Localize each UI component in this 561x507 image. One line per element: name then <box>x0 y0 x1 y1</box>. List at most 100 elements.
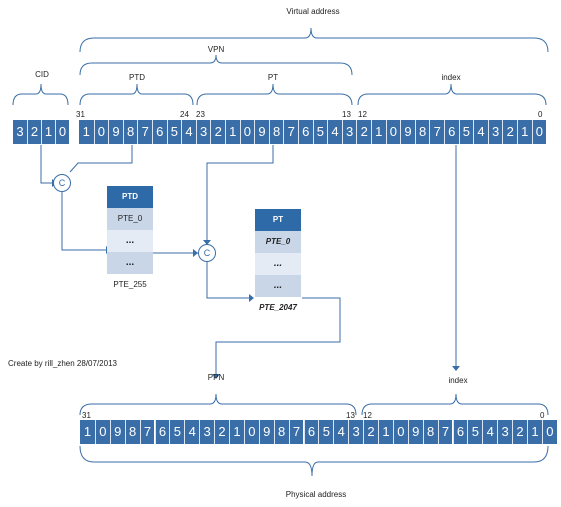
bit-cell: 5 <box>467 420 483 444</box>
physical-address-label: Physical address <box>285 490 347 499</box>
ptd-table-row: PTE_255 <box>107 274 153 296</box>
bit-cell: 2 <box>512 420 527 444</box>
pt-table: PT PTE_0 ... ... PTE_2047 <box>255 209 301 319</box>
bit-cell: 0 <box>239 120 255 144</box>
bit-cell: 2 <box>210 120 225 144</box>
bit-cell: 4 <box>333 420 349 444</box>
bit-number-0-bottom: 0 <box>540 411 545 420</box>
brace-pt <box>196 83 353 106</box>
bit-cell: 3 <box>497 420 513 444</box>
bit-cell: 7 <box>288 420 304 444</box>
bit-cell: 2 <box>27 120 41 144</box>
bit-number-31-top: 31 <box>76 110 85 119</box>
bit-cell: 4 <box>473 120 488 144</box>
combine-circle-2: C <box>198 244 216 262</box>
brace-vpn <box>79 54 353 76</box>
bit-cell: 0 <box>55 120 69 144</box>
arrowhead-c2-in-top <box>203 240 211 245</box>
bit-cell: 9 <box>400 120 415 144</box>
bit-cell: 1 <box>371 120 386 144</box>
bit-number-13-bottom: 13 <box>346 411 355 420</box>
bit-cell: 1 <box>527 420 542 444</box>
bit-cell: 9 <box>407 420 423 444</box>
bit-cell: 1 <box>79 120 94 144</box>
virtual-address-label: Virtual address <box>286 7 340 16</box>
bit-cell: 2 <box>502 120 517 144</box>
brace-virtual-address <box>79 27 549 53</box>
bit-cell: 8 <box>122 120 138 144</box>
line-c1-to-ptd-table <box>61 192 106 251</box>
bit-cell: 3 <box>341 120 357 144</box>
bit-number-0-top: 0 <box>538 110 543 119</box>
pt-table-row: PTE_0 <box>255 231 301 253</box>
bit-cell: 5 <box>458 120 474 144</box>
bit-cell: 4 <box>181 120 196 144</box>
combine-circle-1: C <box>53 174 71 192</box>
pt-table-row: ... <box>255 253 301 275</box>
bit-number-24-top: 24 <box>180 110 189 119</box>
bit-cell: 9 <box>109 420 125 444</box>
bit-cell: 0 <box>531 120 547 144</box>
line-c2-to-pt-table <box>206 262 252 299</box>
bit-cell: 2 <box>214 420 229 444</box>
index-bottom-label: index <box>448 376 468 385</box>
bit-cell: 0 <box>243 420 259 444</box>
bit-cell: 0 <box>392 420 408 444</box>
bit-cell: 6 <box>154 420 170 444</box>
ptd-table-row: ... <box>107 230 153 252</box>
bit-cell: 5 <box>312 120 328 144</box>
bit-cell: 6 <box>444 120 459 144</box>
line-pt-to-c2 <box>206 145 274 240</box>
bit-cell: 8 <box>422 420 438 444</box>
bit-cell: 0 <box>93 120 109 144</box>
bit-cell: 3 <box>348 420 364 444</box>
ptd-table-row: PTE_0 <box>107 208 153 230</box>
line-cid-to-c1 <box>40 145 52 184</box>
line-pt-table-to-ppn <box>215 297 341 376</box>
bit-cell: 6 <box>298 120 313 144</box>
bit-cell: 5 <box>169 420 185 444</box>
bit-cell: 1 <box>80 420 95 444</box>
line-ptd-to-c1 <box>69 145 133 173</box>
ppn-label: PPN <box>207 373 225 382</box>
ptd-table-row: ... <box>107 252 153 274</box>
bit-cell: 9 <box>108 120 123 144</box>
bit-cell: 3 <box>13 120 27 144</box>
arrowhead-c2-in-left <box>193 249 198 257</box>
cid-label: CID <box>35 70 49 79</box>
bit-cell: 4 <box>184 420 200 444</box>
pt-table-row: PTE_2047 <box>255 297 301 319</box>
bit-cell: 1 <box>41 120 55 144</box>
arrowhead-ppn-in <box>212 374 220 379</box>
brace-ppn <box>79 393 357 416</box>
bit-cell: 8 <box>124 420 140 444</box>
bit-cell: 1 <box>229 420 244 444</box>
brace-physical-address <box>79 445 549 477</box>
bit-cell: 2 <box>363 420 378 444</box>
bit-number-12-bottom: 12 <box>363 411 372 420</box>
bit-cell: 3 <box>195 120 211 144</box>
bit-cell: 9 <box>258 420 274 444</box>
bit-cell: 9 <box>254 120 269 144</box>
bit-cell: 5 <box>166 120 182 144</box>
bit-cell: 1 <box>517 120 532 144</box>
bit-cell: 7 <box>283 120 298 144</box>
bit-cell: 8 <box>414 120 430 144</box>
bit-cell: 7 <box>139 420 155 444</box>
arrowhead-index-in <box>452 366 460 371</box>
bit-cell: 3 <box>487 120 503 144</box>
bit-cell: 7 <box>429 120 444 144</box>
bit-cell: 4 <box>482 420 498 444</box>
index-top-label: index <box>441 73 461 82</box>
bit-number-12-top: 12 <box>358 110 367 119</box>
brace-ptd <box>79 83 194 106</box>
bit-cell: 7 <box>137 120 152 144</box>
bit-cell: 5 <box>318 420 334 444</box>
pt-table-header: PT <box>255 209 301 231</box>
bit-cell: 6 <box>303 420 319 444</box>
bit-cell: 6 <box>152 120 167 144</box>
credit-text: Create by rill_zhen 28/07/2013 <box>8 359 117 368</box>
bit-cell: 3 <box>199 420 215 444</box>
